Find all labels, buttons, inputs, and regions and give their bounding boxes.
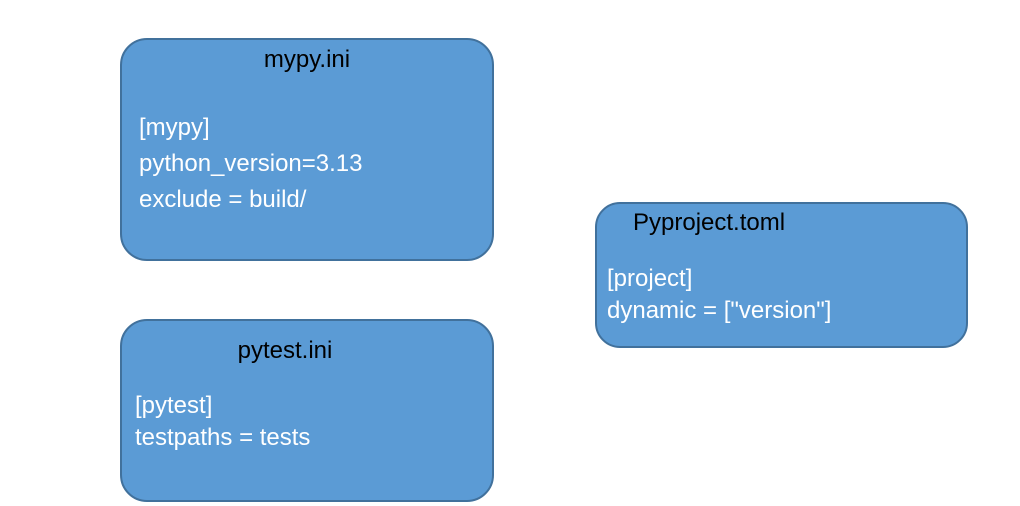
- box-body-pytest-ini: [pytest] testpaths = tests: [122, 390, 492, 454]
- box-title-pytest-ini: pytest.ini: [237, 337, 333, 364]
- config-line: [pytest]: [135, 392, 213, 419]
- config-line: [project]: [607, 265, 693, 292]
- box-title-mypy-ini: mypy.ini: [263, 46, 351, 73]
- box-title-pyproject-toml: Pyproject.toml: [633, 209, 786, 236]
- config-box-pyproject-toml: Pyproject.toml [project] dynamic = ["ver…: [595, 202, 968, 348]
- box-body-mypy-ini: [mypy] python_version=3.13 exclude = bui…: [122, 110, 492, 218]
- config-line: testpaths = tests: [135, 424, 311, 451]
- box-body-pyproject-toml: [project] dynamic = ["version"]: [597, 263, 966, 327]
- config-box-mypy-ini: mypy.ini [mypy] python_version=3.13 excl…: [120, 38, 494, 261]
- config-line: dynamic = ["version"]: [607, 297, 832, 324]
- config-line: python_version=3.13: [139, 150, 363, 177]
- config-line: exclude = build/: [139, 186, 307, 213]
- config-box-pytest-ini: pytest.ini [pytest] testpaths = tests: [120, 319, 494, 502]
- config-line: [mypy]: [139, 114, 210, 141]
